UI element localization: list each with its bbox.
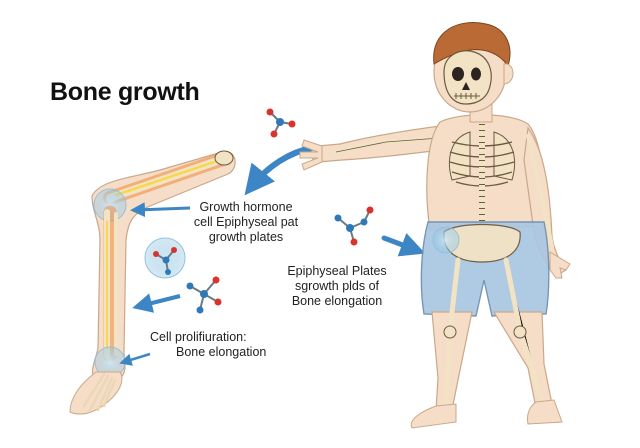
femur-head [214,150,234,166]
arrow-icon-to-pelvis [381,233,426,257]
label-line: Growth hormone [199,200,293,214]
label-cell-proliferation: Cell prolifiuration: Bone elongation [150,330,266,360]
eye-socket-left [452,67,464,81]
label-line: growth plates [208,230,284,244]
hand-skin [299,139,323,171]
left-knee [443,325,457,339]
label-growth-hormone: Growth hormone cell Epiphyseal pat growt… [186,200,306,245]
molecule-icon [153,247,177,275]
label-line: Bone elongation [176,345,267,359]
arrow-icon-to-shin [132,293,181,313]
label-line: Cell prolifiuration: [150,330,247,344]
arrow-icon-to-ankle [119,352,151,366]
ear [503,63,514,85]
label-line: Epiphyseal Plates [287,264,387,278]
molecule-icon [186,276,222,314]
femur-marrow [114,158,222,197]
skull [443,50,492,105]
arrow-icon-hand-to-leg [244,145,315,196]
arrow-icon-to-knee [130,202,191,218]
leg-bone-diagram [69,150,236,415]
molecule-icon [266,108,296,138]
eye-socket-right [471,67,481,81]
right-knee [513,325,527,339]
page-title: Bone growth [50,78,200,106]
pelvis [443,223,521,263]
right-hand-skin [549,251,571,279]
label-line: Bone elongation [291,294,383,308]
teeth [454,93,480,99]
right-arm-bones [526,134,554,248]
label-line: cell Epiphyseal pat [193,215,299,229]
left-foot [410,403,457,429]
arm-bone-outline [335,137,441,153]
child-skeleton-figure [299,22,571,429]
leg-skin [91,150,236,381]
hip-growth-plate [432,226,460,254]
foot-bones [82,372,117,412]
right-foot [527,399,563,425]
label-epiphyseal-plates: Epiphyseal Plates sgrowth plds of Bone e… [280,264,394,309]
foot-skin [69,371,123,415]
label-line: sgrowth plds of [294,279,380,293]
molecule-icon [334,206,374,246]
nose-cavity [462,82,470,90]
